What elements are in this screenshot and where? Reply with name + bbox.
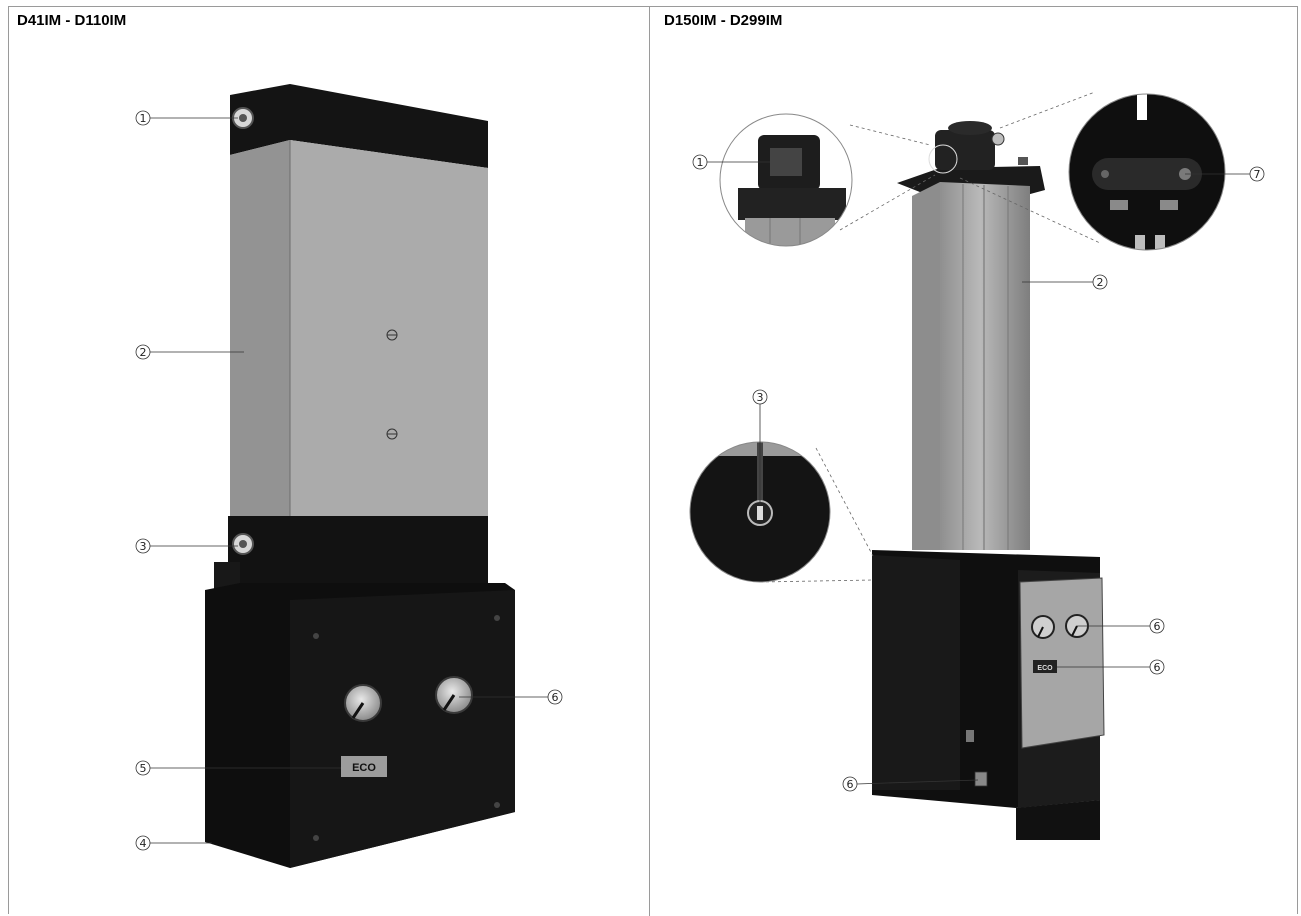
left-dryer: ECO 1 2 3 6 5 4 bbox=[135, 84, 563, 868]
left-callout-4: 4 bbox=[140, 837, 147, 850]
right-eco-badge: ECO bbox=[1037, 665, 1053, 672]
right-panel-title: D150IM - D299IM bbox=[664, 12, 783, 29]
left-callout-5: 5 bbox=[140, 762, 147, 775]
right-callout-7: 7 bbox=[1254, 168, 1261, 181]
right-callout-6a: 6 bbox=[1154, 620, 1161, 633]
right-callout-3: 3 bbox=[757, 391, 764, 404]
right-callout-6c: 6 bbox=[847, 778, 854, 791]
left-panel-title: D41IM - D110IM bbox=[17, 12, 127, 29]
panel-divider bbox=[649, 6, 650, 916]
left-callouts: 1 2 3 6 5 4 bbox=[135, 110, 563, 851]
left-callout-1: 1 bbox=[140, 112, 147, 125]
left-eco-badge: ECO bbox=[352, 762, 376, 774]
right-callout-1: 1 bbox=[697, 156, 704, 169]
right-callout-6b: 6 bbox=[1154, 661, 1161, 674]
figure-frame bbox=[8, 6, 1298, 914]
right-dryer: ECO bbox=[689, 91, 1265, 840]
left-callout-2: 2 bbox=[140, 346, 147, 359]
right-callout-2: 2 bbox=[1097, 276, 1104, 289]
left-callout-3: 3 bbox=[140, 540, 147, 553]
right-callouts: 1 7 2 3 6 6 6 bbox=[692, 154, 1265, 792]
left-callout-6: 6 bbox=[552, 691, 559, 704]
